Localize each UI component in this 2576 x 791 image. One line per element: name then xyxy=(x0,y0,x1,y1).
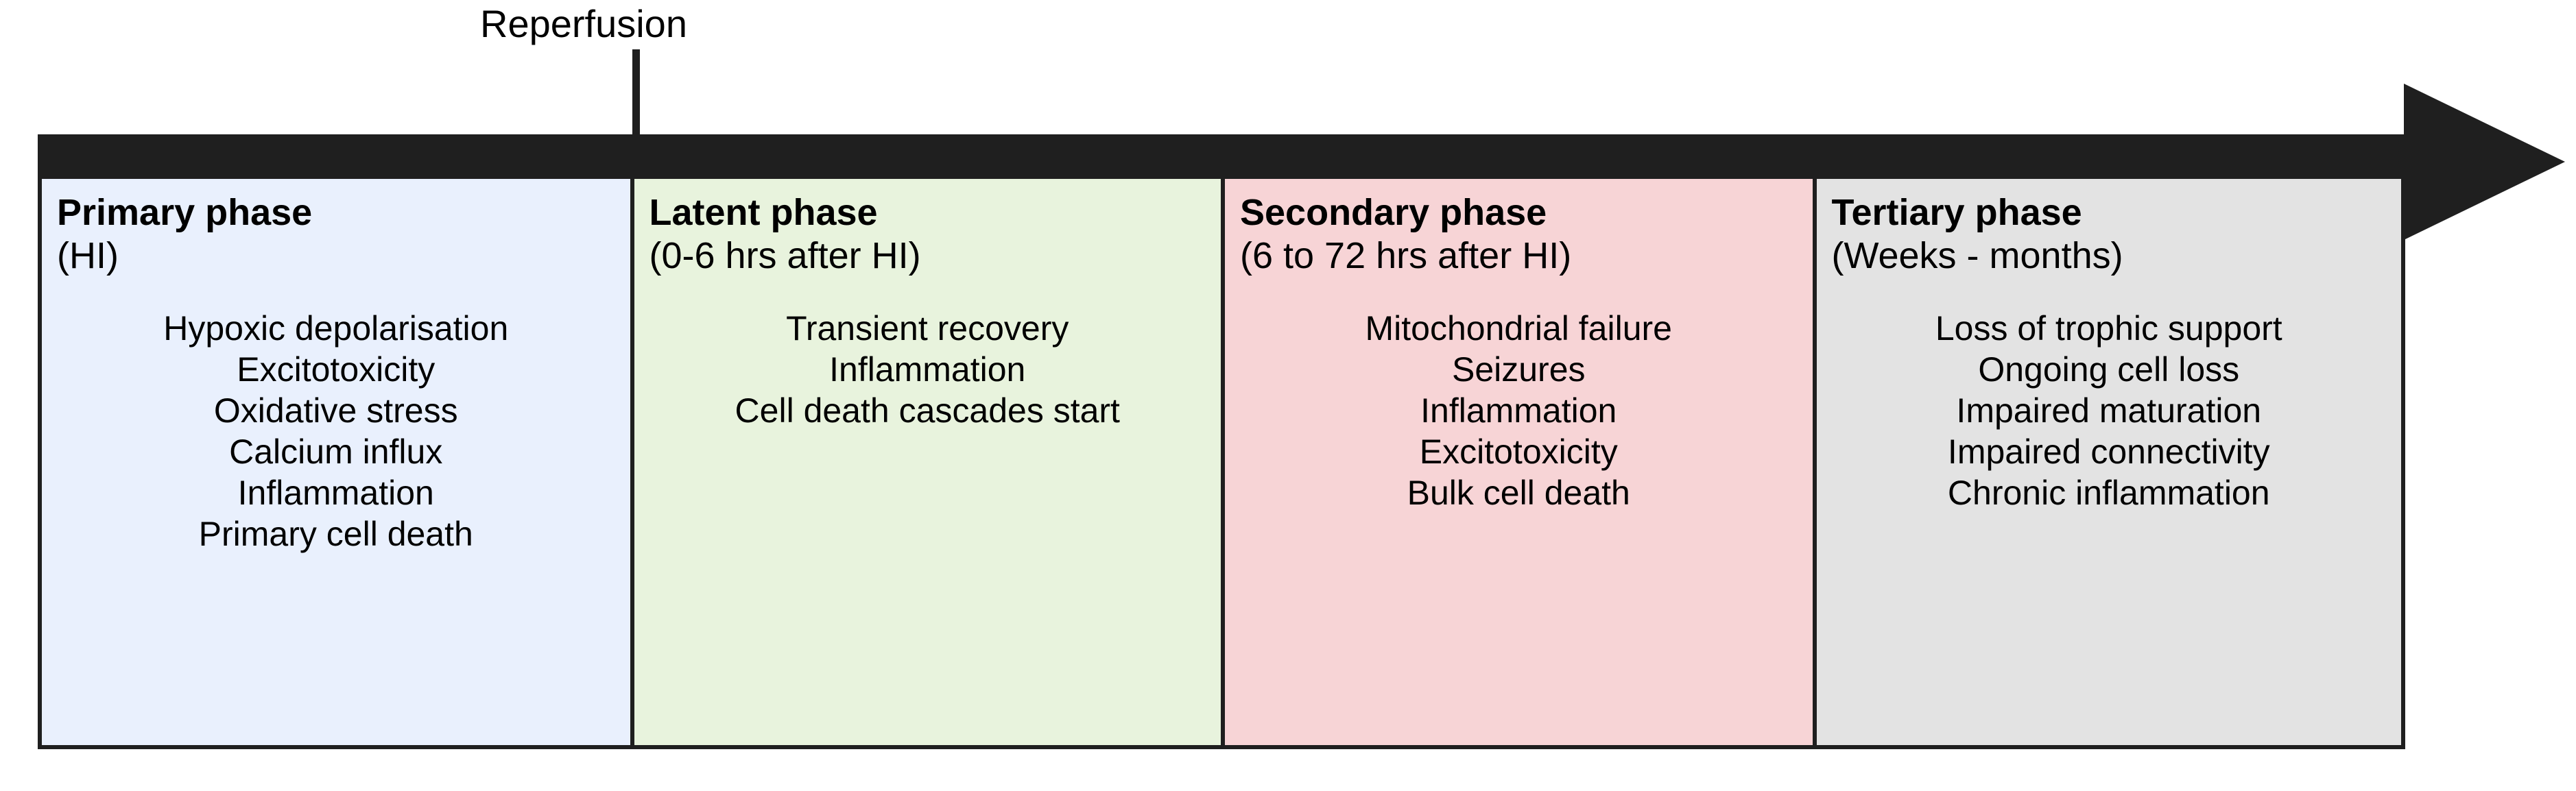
phase-item: Inflammation xyxy=(829,350,1026,389)
phase-column-primary: Primary phase (HI) Hypoxic depolarisatio… xyxy=(42,179,634,745)
phase-subtitle-latent: (0-6 hrs after HI) xyxy=(649,235,921,276)
phase-subtitle-secondary: (6 to 72 hrs after HI) xyxy=(1240,235,1572,276)
phase-item: Transient recovery xyxy=(786,309,1069,348)
phase-items-latent: Transient recovery Inflammation Cell dea… xyxy=(649,308,1206,431)
phase-timeline-strip: Primary phase (HI) Hypoxic depolarisatio… xyxy=(38,175,2405,749)
phase-subtitle-tertiary: (Weeks - months) xyxy=(1831,235,2123,276)
phase-item: Oxidative stress xyxy=(213,391,458,430)
phase-item: Calcium influx xyxy=(229,433,443,471)
phase-item: Inflammation xyxy=(237,474,434,512)
phase-subtitle-primary: (HI) xyxy=(57,235,119,276)
phase-column-tertiary: Tertiary phase (Weeks - months) Loss of … xyxy=(1816,179,2401,745)
phase-column-secondary: Secondary phase (6 to 72 hrs after HI) M… xyxy=(1225,179,1817,745)
phase-item: Excitotoxicity xyxy=(1419,433,1618,471)
reperfusion-tick-marker xyxy=(632,49,640,180)
phase-item: Seizures xyxy=(1451,350,1586,389)
phase-item: Bulk cell death xyxy=(1407,474,1630,512)
phase-items-tertiary: Loss of trophic support Ongoing cell los… xyxy=(1832,308,2387,513)
phase-item: Excitotoxicity xyxy=(237,350,436,389)
phase-title-latent: Latent phase xyxy=(649,192,878,233)
phase-item: Impaired connectivity xyxy=(1947,433,2270,471)
timeline-arrow-head-icon xyxy=(2397,81,2568,243)
phase-items-secondary: Mitochondrial failure Seizures Inflammat… xyxy=(1240,308,1798,513)
phase-item: Cell death cascades start xyxy=(735,391,1120,430)
timeline-arrow-shaft xyxy=(38,134,2405,182)
phase-item: Loss of trophic support xyxy=(1935,309,2282,348)
phase-item: Hypoxic depolarisation xyxy=(163,309,509,348)
phase-item: Chronic inflammation xyxy=(1947,474,2270,512)
phase-item: Inflammation xyxy=(1420,391,1617,430)
phase-column-latent: Latent phase (0-6 hrs after HI) Transien… xyxy=(634,179,1225,745)
phase-title-tertiary: Tertiary phase xyxy=(1831,192,2082,233)
phase-items-primary: Hypoxic depolarisation Excitotoxicity Ox… xyxy=(57,308,615,555)
phase-title-primary: Primary phase xyxy=(57,192,313,233)
phase-item: Impaired maturation xyxy=(1956,391,2262,430)
phase-item: Primary cell death xyxy=(198,515,473,553)
phase-title-secondary: Secondary phase xyxy=(1240,192,1547,233)
phase-item: Mitochondrial failure xyxy=(1365,309,1672,348)
phase-item: Ongoing cell loss xyxy=(1978,350,2240,389)
reperfusion-label: Reperfusion xyxy=(480,2,687,45)
